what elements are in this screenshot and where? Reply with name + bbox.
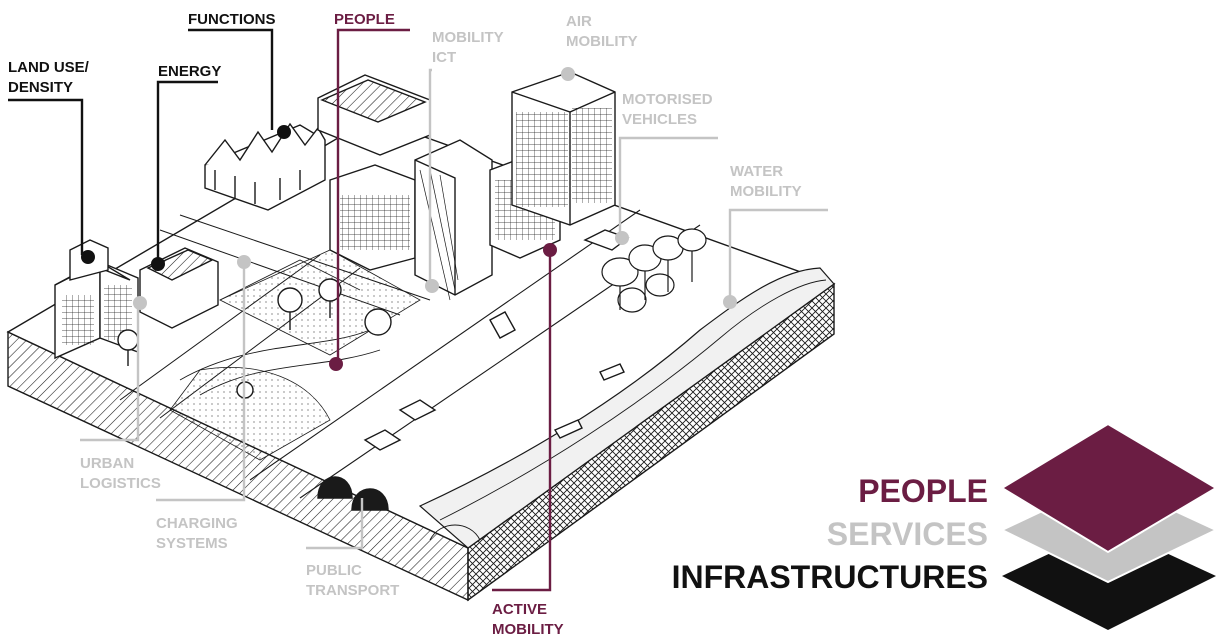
marker-motorised <box>615 231 629 245</box>
label-public-transport-line1: PUBLIC <box>306 562 362 579</box>
label-charging-line2: SYSTEMS <box>156 535 228 552</box>
label-mobility-ict-line2: ICT <box>432 49 456 66</box>
label-land-use-line1: LAND USE/ <box>8 59 90 76</box>
water-channel <box>418 267 835 549</box>
marker-charging <box>237 255 251 269</box>
building-functions <box>204 122 326 211</box>
leader-lines <box>8 28 828 592</box>
layers-legend: PEOPLE SERVICES INFRASTRUCTURES <box>672 422 1216 630</box>
legend-label-infrastructures: INFRASTRUCTURES <box>672 559 988 595</box>
label-air-mobility-line2: MOBILITY <box>566 33 638 50</box>
label-active-mobility-line1: ACTIVE <box>492 601 547 618</box>
marker-energy <box>151 257 165 271</box>
marker-functions <box>277 125 291 139</box>
label-people: PEOPLE <box>334 11 395 28</box>
label-functions: FUNCTIONS <box>188 11 276 28</box>
leader-active-mobility <box>492 250 552 592</box>
marker-mobility-ict <box>425 279 439 293</box>
leader-energy <box>156 80 218 262</box>
legend-label-people: PEOPLE <box>858 473 988 509</box>
label-water-line2: MOBILITY <box>730 183 802 200</box>
legend-layer-people <box>1000 422 1216 554</box>
leader-public-transport <box>306 498 364 550</box>
label-active-mobility-line2: MOBILITY <box>492 621 564 638</box>
legend-label-services: SERVICES <box>827 516 988 552</box>
tree-cluster <box>601 228 707 313</box>
leader-urban-logistics <box>80 305 140 442</box>
label-water-line1: WATER <box>730 163 783 180</box>
label-motorised-line1: MOTORISED <box>622 91 713 108</box>
label-charging-line1: CHARGING <box>156 515 238 532</box>
leader-water <box>728 208 828 300</box>
leader-land-use <box>8 98 84 255</box>
label-public-transport-line2: TRANSPORT <box>306 582 399 599</box>
city-block-sketch <box>6 71 836 602</box>
label-motorised-line2: VEHICLES <box>622 111 697 128</box>
label-urban-logistics-line1: URBAN <box>80 455 134 472</box>
leader-people <box>336 28 410 362</box>
marker-active-mobility <box>543 243 557 257</box>
marker-urban-logistics <box>133 296 147 310</box>
marker-land-use <box>81 250 95 264</box>
label-energy: ENERGY <box>158 63 221 80</box>
marker-water <box>723 295 737 309</box>
marker-air-mobility <box>561 67 575 81</box>
label-urban-logistics-line2: LOGISTICS <box>80 475 161 492</box>
markers <box>81 67 737 371</box>
building-ict-tower <box>414 139 493 301</box>
labels: LAND USE/ DENSITY FUNCTIONS ENERGY PEOPL… <box>8 11 802 638</box>
leader-functions <box>188 28 274 130</box>
marker-people <box>329 357 343 371</box>
leader-motorised <box>618 136 718 238</box>
building-tower <box>511 71 616 226</box>
tunnel-left <box>317 476 353 499</box>
label-air-mobility-line1: AIR <box>566 13 592 30</box>
leader-mobility-ict <box>428 68 432 286</box>
label-mobility-ict-line1: MOBILITY <box>432 29 504 46</box>
building-office <box>329 164 416 271</box>
leader-charging <box>156 262 246 502</box>
label-land-use-line2: DENSITY <box>8 79 73 96</box>
